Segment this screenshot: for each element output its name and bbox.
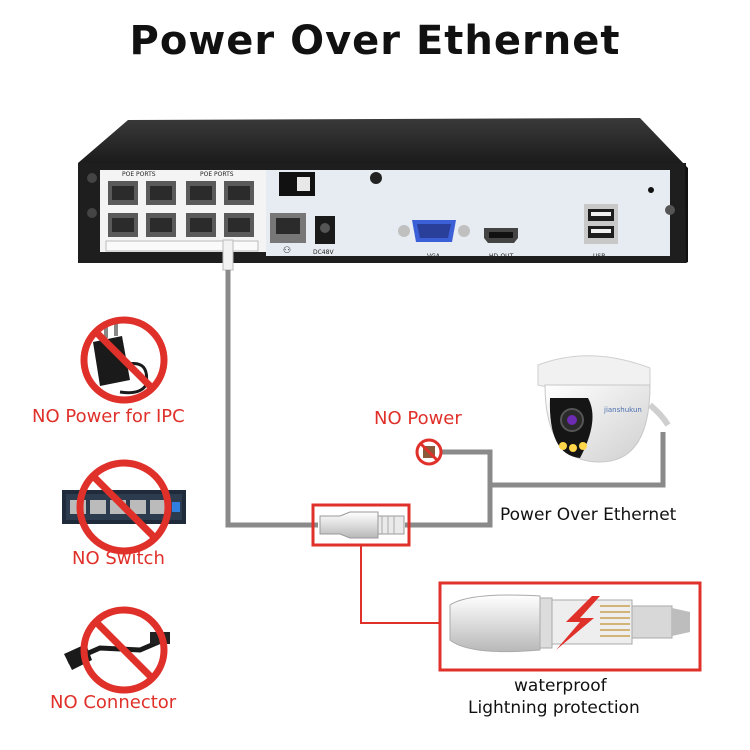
hdmi-port xyxy=(484,228,518,243)
nvr-recorder: POE PORTS POE PORTS ⚇ DC48V VGA xyxy=(78,118,688,263)
nvr-top-cover xyxy=(78,118,685,165)
no-power-for-ipc-label: NO Power for IPC xyxy=(32,406,185,427)
usb-label: USB xyxy=(593,253,605,260)
no-power-icon xyxy=(415,438,443,466)
inline-connector xyxy=(311,503,411,547)
no-switch-icon xyxy=(62,459,186,555)
vga-label: VGA xyxy=(427,253,441,260)
poe-ports-label-2: POE PORTS xyxy=(200,171,234,178)
vga-port xyxy=(398,220,470,242)
waterproof-label: waterproof xyxy=(514,676,607,696)
dc-label: DC48V xyxy=(313,249,334,256)
no-adapter-icon xyxy=(80,316,168,404)
waterproof-connector xyxy=(438,581,702,672)
cables xyxy=(222,239,666,624)
network-icon: ⚇ xyxy=(283,246,291,256)
camera-brand-logo: jianshukun xyxy=(603,406,642,414)
no-connector-icon xyxy=(64,606,170,694)
dome-camera: jianshukun xyxy=(537,355,671,463)
no-switch-label: NO Switch xyxy=(72,548,165,569)
no-power-label: NO Power xyxy=(374,408,462,429)
usb-ports xyxy=(584,204,618,244)
poe-label: Power Over Ethernet xyxy=(500,505,677,525)
poe-ports-label-1: POE PORTS xyxy=(122,171,156,178)
lightning-protection-label: Lightning protection xyxy=(468,698,640,718)
poe-ports xyxy=(105,181,259,252)
page-title: Power Over Ethernet xyxy=(129,18,621,64)
no-connector-label: NO Connector xyxy=(50,692,177,713)
hdmi-label: HD-OUT xyxy=(489,253,514,260)
